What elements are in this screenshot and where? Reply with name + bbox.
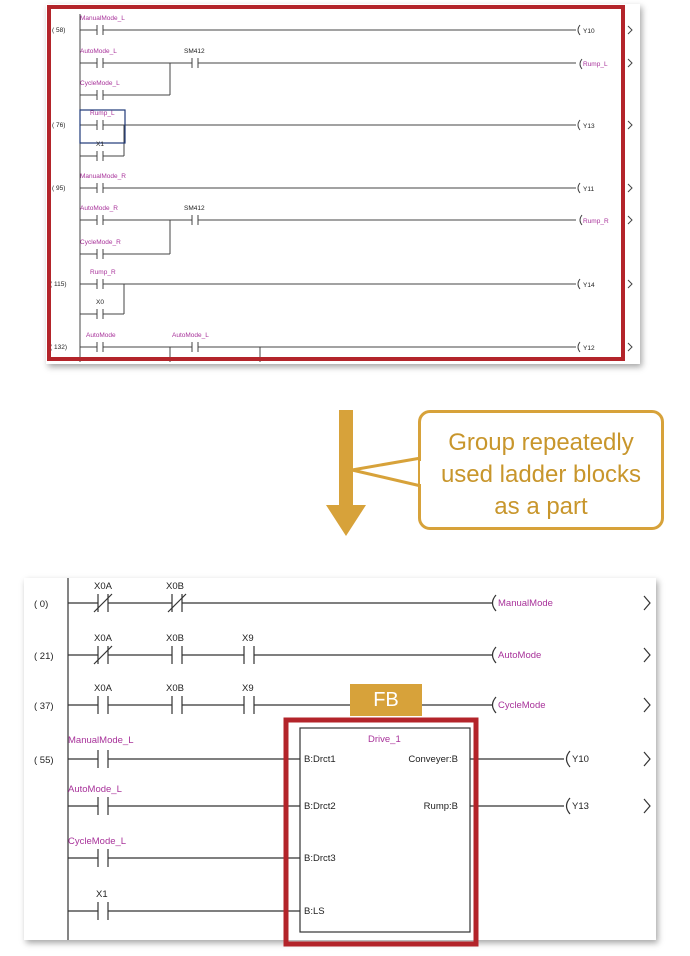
bottom-contact-label: X0A [94, 683, 113, 694]
fb-output-pin: Rump:B [424, 801, 458, 812]
bottom-contact-label: X0A [94, 581, 113, 592]
top-highlight-frame [47, 5, 625, 361]
callout-line: as a part [494, 493, 588, 520]
function-block-drive[interactable] [299, 727, 471, 933]
bottom-step-number: ( 37) [34, 701, 54, 712]
bottom-ladder-panel: X0A X0B X0A X0B X9 X0A X0B X9 X1 ( 0) ( … [24, 578, 656, 947]
bottom-coil-label: Y13 [572, 801, 589, 812]
fb-highlight-frame [283, 717, 479, 947]
bottom-contact-label: X1 [96, 889, 108, 900]
top-step-number: ( 76) [52, 122, 65, 129]
top-contact-label: AutoMode_R [80, 205, 118, 212]
top-coil-label: Y11 [583, 186, 594, 193]
top-coil-label: Rump_R [583, 218, 609, 225]
top-contact-label: Rump_R [90, 269, 116, 276]
arrow-shaft [339, 410, 353, 505]
top-ladder-panel: ManualMode_L AutoMode_L CycleMode_L Rump… [46, 4, 640, 364]
fb-input-pin: B:LS [304, 906, 325, 917]
bottom-step-number: ( 21) [34, 651, 54, 662]
top-contact-label: X0 [96, 299, 104, 306]
bottom-contact-label: X0B [166, 581, 184, 592]
fb-badge: FB [350, 684, 422, 716]
bottom-contact-label: CycleMode_L [68, 836, 126, 847]
top-step-number: ( 58) [52, 27, 65, 34]
bottom-coil-label: Y10 [572, 754, 589, 765]
bottom-contact-label: X9 [242, 683, 254, 694]
fb-instance-name: Drive_1 [368, 734, 401, 745]
top-coil-label: Y13 [583, 123, 595, 130]
top-contact-label: AutoMode [86, 332, 116, 339]
bottom-coil-label: AutoMode [498, 650, 541, 661]
top-step-number: ( 95) [52, 185, 65, 192]
callout-box: Group repeatedly used ladder blocks as a… [418, 410, 664, 530]
top-contact-label: ManualMode_L [80, 15, 125, 22]
fb-output-pin: Conveyer:B [408, 754, 458, 765]
top-coil-label: Y12 [583, 345, 595, 352]
fb-input-pin: B:Drct2 [304, 801, 336, 812]
top-ladder-diagram: ManualMode_L AutoMode_L CycleMode_L Rump… [47, 5, 633, 362]
top-coil-label: Y14 [583, 282, 595, 289]
top-step-number: ( 115) [50, 281, 67, 288]
top-step-number: ( 132) [50, 344, 67, 351]
bottom-coil-label: ManualMode [498, 598, 553, 609]
fb-input-pin: B:Drct3 [304, 853, 336, 864]
top-contact-label: SM412 [184, 48, 205, 55]
top-coil-label: Y10 [583, 28, 595, 35]
arrow-head [326, 505, 366, 536]
callout-line: Group repeatedly [448, 429, 634, 456]
bottom-contact-label: ManualMode_L [68, 735, 134, 746]
callout-pointer-join [420, 461, 425, 484]
bottom-contact-label: AutoMode_L [68, 784, 122, 795]
bottom-contact-label: X0A [94, 633, 113, 644]
top-coil-label: Rump_L [583, 61, 608, 68]
top-contact-label: CycleMode_R [80, 239, 121, 246]
bottom-coil-label: CycleMode [498, 700, 546, 711]
bottom-step-number: ( 55) [34, 755, 54, 766]
callout-pointer [350, 456, 423, 488]
bottom-contact-label: X0B [166, 633, 184, 644]
bottom-step-number: ( 0) [34, 599, 48, 610]
top-contact-label: SM412 [184, 205, 205, 212]
bottom-contact-label: X9 [242, 633, 254, 644]
top-contact-label: Rump_L [90, 110, 115, 117]
selection-cursor [79, 109, 126, 144]
top-contact-label: X1 [96, 141, 104, 148]
bottom-ladder-diagram: X0A X0B X0A X0B X9 X0A X0B X9 X1 ( 0) ( … [34, 578, 651, 947]
top-contact-label: AutoMode_L [80, 48, 117, 55]
top-contact-label: CycleMode_L [80, 80, 120, 87]
top-contact-label: ManualMode_R [80, 173, 126, 180]
fb-input-pin: B:Drct1 [304, 754, 336, 765]
top-contact-label: AutoMode_L [172, 332, 209, 339]
bottom-contact-label: X0B [166, 683, 184, 694]
callout-line: used ladder blocks [440, 461, 642, 488]
